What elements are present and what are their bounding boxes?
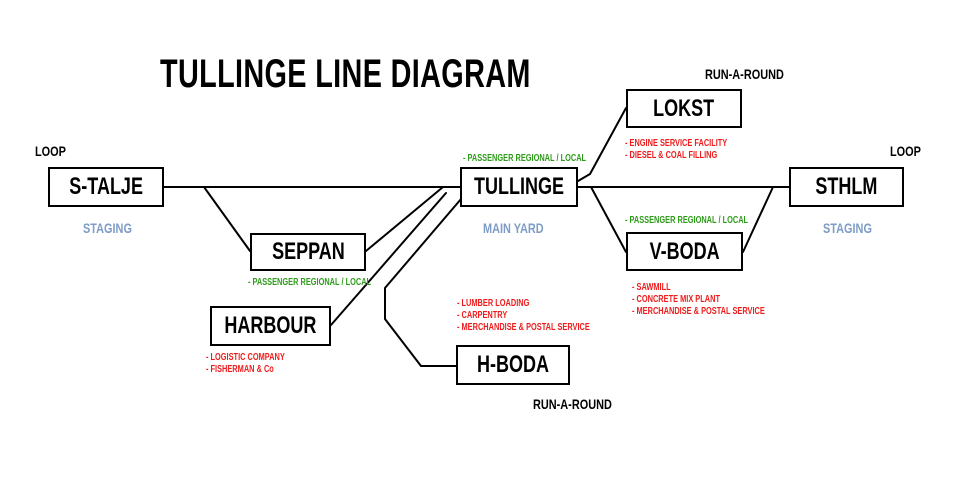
service-label-tullinge: - PASSENGER REGIONAL / LOCAL bbox=[463, 153, 587, 164]
station-lokst[interactable]: LOKST bbox=[626, 89, 742, 128]
station-vboda[interactable]: V-BODA bbox=[626, 232, 743, 271]
track-vboda-east bbox=[742, 186, 774, 253]
station-stalje[interactable]: S-TALJE bbox=[48, 167, 164, 207]
industry-item: - ENGINE SERVICE FACILITY bbox=[625, 138, 728, 149]
station-label: LOKST bbox=[653, 94, 715, 122]
industry-list-harbour: - LOGISTIC COMPANY - FISHERMAN & Co bbox=[206, 352, 285, 376]
station-hboda[interactable]: H-BODA bbox=[456, 345, 570, 385]
industry-list-lokst: - ENGINE SERVICE FACILITY - DIESEL & COA… bbox=[625, 138, 727, 162]
industry-item: - CONCRETE MIX PLANT bbox=[632, 294, 720, 305]
staging-label-right: STAGING bbox=[823, 220, 872, 236]
loop-label-left: LOOP bbox=[35, 143, 66, 159]
station-label: V-BODA bbox=[649, 237, 720, 265]
diagram-title: TULLINGE LINE DIAGRAM bbox=[160, 52, 531, 96]
track-seppan-east bbox=[365, 186, 444, 252]
station-sthlm[interactable]: STHLM bbox=[789, 167, 904, 207]
loop-label-right: LOOP bbox=[890, 143, 921, 159]
runaround-label-top: RUN-A-ROUND bbox=[705, 66, 784, 82]
station-seppan[interactable]: SEPPAN bbox=[250, 233, 366, 271]
track-harbour bbox=[330, 192, 447, 326]
station-label: H-BODA bbox=[477, 351, 549, 378]
station-label: SEPPAN bbox=[271, 238, 345, 265]
station-label: STHLM bbox=[815, 173, 878, 200]
industry-item: - LUMBER LOADING bbox=[457, 298, 530, 309]
industry-item: - MERCHANDISE & POSTAL SERVICE bbox=[632, 306, 765, 317]
track-hboda bbox=[384, 198, 462, 367]
service-label-seppan: - PASSENGER REGIONAL / LOCAL bbox=[248, 277, 372, 288]
runaround-label-bottom: RUN-A-ROUND bbox=[533, 396, 612, 412]
industry-list-hboda: - LUMBER LOADING - CARPENTRY - MERCHANDI… bbox=[457, 298, 590, 334]
track-lokst bbox=[577, 107, 627, 182]
track-seppan-west bbox=[203, 186, 251, 252]
industry-item: - DIESEL & COAL FILLING bbox=[625, 150, 718, 161]
industry-item: - MERCHANDISE & POSTAL SERVICE bbox=[457, 322, 590, 333]
industry-item: - FISHERMAN & Co bbox=[206, 364, 274, 375]
industry-item: - SAWMILL bbox=[632, 282, 671, 293]
station-label: HARBOUR bbox=[224, 312, 317, 339]
industry-item: - LOGISTIC COMPANY bbox=[206, 352, 285, 363]
station-label: S-TALJE bbox=[69, 173, 143, 200]
service-label-vboda: - PASSENGER REGIONAL / LOCAL bbox=[625, 215, 749, 226]
track-vboda-west bbox=[590, 186, 627, 253]
staging-label-left: STAGING bbox=[83, 220, 132, 236]
station-harbour[interactable]: HARBOUR bbox=[210, 306, 331, 346]
industry-list-vboda: - SAWMILL - CONCRETE MIX PLANT - MERCHAN… bbox=[632, 282, 765, 318]
station-tullinge[interactable]: TULLINGE bbox=[460, 167, 578, 207]
station-label: TULLINGE bbox=[474, 173, 564, 200]
main-yard-label: MAIN YARD bbox=[483, 220, 544, 236]
industry-item: - CARPENTRY bbox=[457, 310, 508, 321]
